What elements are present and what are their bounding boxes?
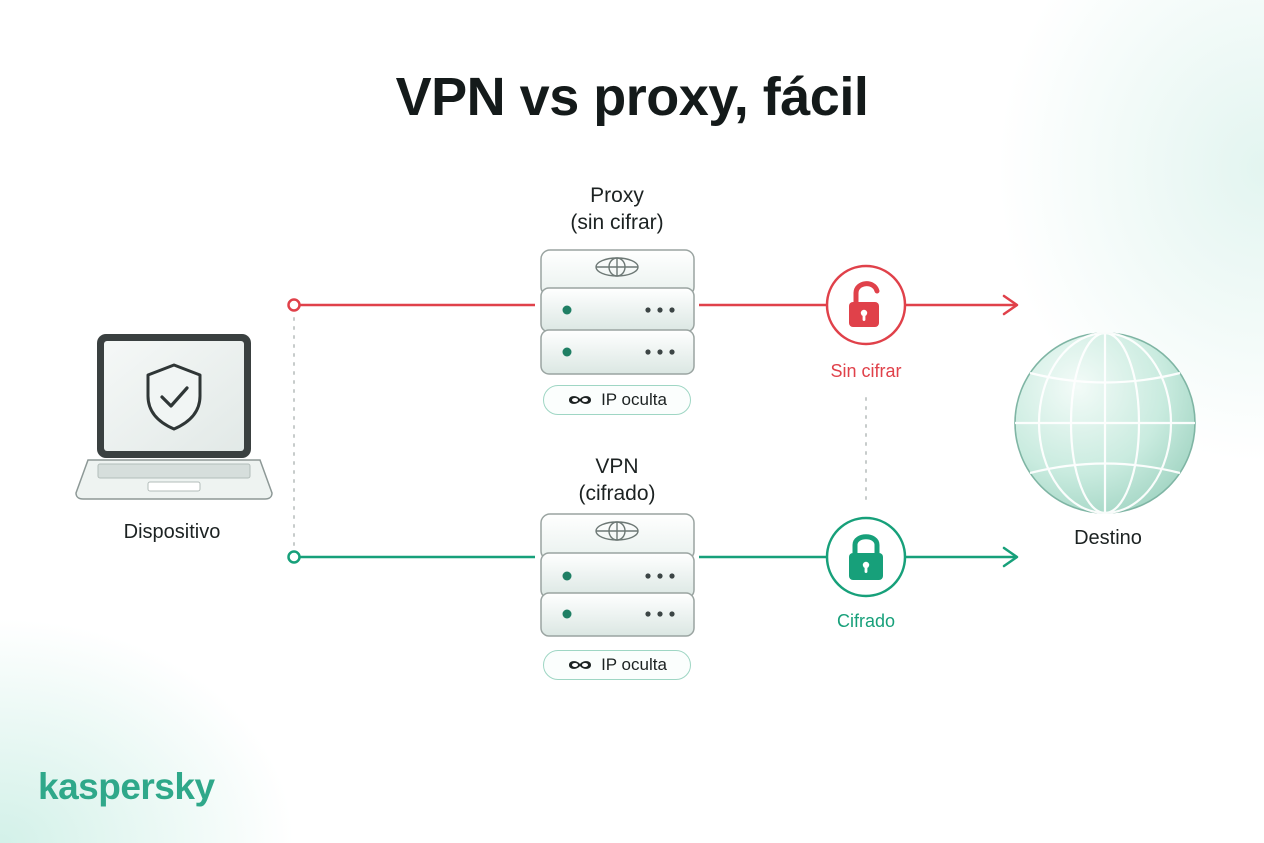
mask-icon [569,396,592,404]
vpn-title-group: VPN (cifrado) [537,453,697,507]
vpn-lock-label: Cifrado [836,611,896,631]
globe-small-icon [595,257,639,277]
locked-padlock-icon [825,516,907,598]
proxy-ip-badge: IP oculta [543,385,691,415]
globe-small-icon [595,521,639,541]
vpn-server-icon [540,513,695,637]
proxy-title: Proxy [590,184,644,207]
vpn-subtitle: (cifrado) [578,482,656,505]
proxy-subtitle: (sin cifrar) [570,211,664,234]
vpn-ip-badge: IP oculta [543,650,691,680]
mask-icon [569,661,592,669]
destination-label: Destino [1074,527,1142,549]
proxy-path [287,294,1019,316]
globe-icon [1014,331,1196,515]
proxy-start-node [287,298,301,312]
page-title: VPN vs proxy, fácil [395,67,869,127]
vpn-path [287,546,1019,568]
proxy-ip-badge-label: IP oculta [601,390,667,409]
brand-logo: kaspersky [38,766,215,807]
device-label: Dispositivo [123,521,221,543]
proxy-title-group: Proxy (sin cifrar) [537,182,697,236]
vpn-arrowhead [1002,546,1019,568]
proxy-arrowhead [1002,294,1019,316]
laptop-icon [75,334,273,500]
vpn-ip-badge-label: IP oculta [601,655,667,674]
vpn-start-node [287,550,301,564]
shield-check-icon [146,363,202,431]
vpn-title: VPN [595,455,639,478]
proxy-server-icon [540,249,695,375]
proxy-lock-label: Sin cifrar [830,361,902,381]
unlocked-padlock-icon [825,264,907,346]
